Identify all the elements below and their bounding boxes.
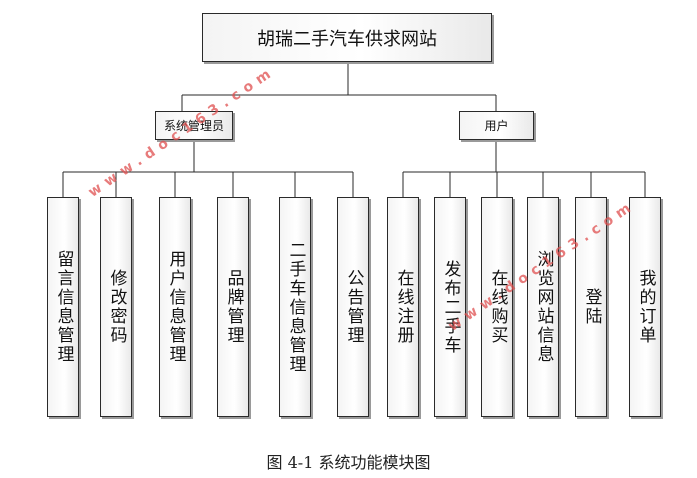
leaf-node: 在线购买 [481,197,513,417]
leaf-node-label: 品牌管理 [223,269,244,345]
group-node-admin: 系统管理员 [155,111,233,140]
group-node-admin-label: 系统管理员 [163,119,224,133]
leaf-node-label: 公告管理 [343,269,364,345]
leaf-node: 二手车信息管理 [279,197,311,417]
root-node-label: 胡瑞二手汽车供求网站 [257,28,437,50]
leaf-node-label: 我的订单 [635,269,656,345]
leaf-node: 登陆 [575,197,607,417]
root-node: 胡瑞二手汽车供求网站 [202,13,492,62]
leaf-node-label: 留言信息管理 [53,250,74,364]
root-to-groups-connector [181,61,497,111]
leaf-node-label: 发布二手车 [440,259,461,355]
figure-caption: 图 4-1 系统功能模块图 [266,453,431,472]
leaf-node: 在线注册 [387,197,419,417]
group-node-user-label: 用户 [484,119,509,133]
user-to-children-connector [402,140,646,197]
admin-to-children-connector [62,140,354,197]
leaf-node-label: 浏览网站信息 [533,250,554,364]
leaf-node: 浏览网站信息 [527,197,559,417]
leaf-node-label: 登陆 [581,288,602,326]
leaf-node: 留言信息管理 [47,197,79,417]
leaf-node: 我的订单 [629,197,661,417]
leaf-node: 公告管理 [337,197,369,417]
leaf-node: 发布二手车 [434,197,466,417]
leaf-node-label: 二手车信息管理 [285,240,306,374]
leaf-node-label: 用户信息管理 [165,250,186,364]
leaf-node: 品牌管理 [217,197,249,417]
leaf-node-label: 在线注册 [393,269,414,345]
group-node-user: 用户 [459,111,534,140]
leaf-node-label: 在线购买 [487,269,508,345]
leaf-node-label: 修改密码 [106,269,127,345]
leaf-node: 修改密码 [100,197,132,417]
leaf-node: 用户信息管理 [159,197,191,417]
